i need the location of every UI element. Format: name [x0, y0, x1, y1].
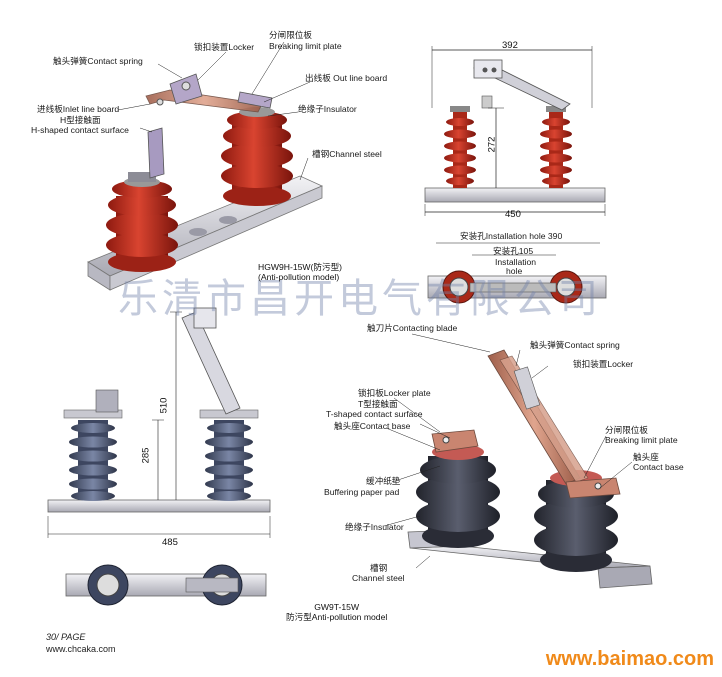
label-h-contact-cn: H型接触面 [60, 115, 101, 125]
top-model-caption: HGW9H-15W(防污型) (Anti-pollution model) [258, 262, 342, 282]
leader-lines [117, 41, 633, 569]
label-insulator-top: 绝缘子Insulator [298, 104, 357, 114]
dim-base-450: 450 [505, 209, 521, 220]
label-breaking-limit-en-bottom: Breaking limit plate [605, 435, 678, 445]
label-installation-hole-105: 安装孔105 [493, 246, 534, 256]
dim-285: 285 [140, 447, 152, 464]
elev2-right-insulator [199, 409, 259, 501]
label-locker-plate: 锁扣板Locker plate [358, 388, 431, 398]
label-channel-cn-bottom: 槽钢 [370, 563, 388, 573]
bottom-model-caption: GW9T-15W 防污型Anti-pollution model [286, 602, 387, 622]
label-channel-en-bottom: Channel steel [352, 573, 405, 583]
bottom3d-right-insulator [534, 470, 618, 572]
label-contact-spring-bottom: 触头弹簧Contact spring [530, 340, 620, 350]
label-contact-base-right-en: Contact base [633, 462, 684, 472]
label-contact-base-right-cn: 触头座 [633, 452, 659, 462]
top-left-insulator [106, 172, 178, 272]
footer-website: www.chcaka.com [46, 644, 116, 654]
label-breaking-limit-en-top: Breaking limit plate [269, 41, 342, 51]
dim-height-272: 272 [486, 136, 498, 153]
label-breaking-limit-cn-bottom: 分闸限位板 [605, 425, 648, 435]
label-inlet-line-board: 进线板Inlet line board [37, 104, 120, 114]
label-buffering-cn: 缓冲纸垫 [366, 476, 401, 486]
bottom-3d-view [407, 349, 653, 589]
label-locker-bottom: 锁扣装置Locker [573, 359, 634, 369]
top-front-elevation [424, 46, 606, 216]
top-plan-view [427, 242, 607, 304]
top-3d-view [87, 73, 323, 291]
bottom-model-line1: GW9T-15W [314, 602, 360, 612]
dim-width-392: 392 [502, 40, 518, 51]
label-installation-hole-2: hole [506, 266, 523, 276]
bottom3d-left-insulator [416, 444, 500, 548]
bottom-model-line2: 防污型Anti-pollution model [286, 612, 388, 622]
elev-left-insulator [444, 106, 476, 188]
label-t-contact-cn: T型接触面 [358, 399, 398, 409]
elev-right-insulator [540, 106, 572, 188]
label-contact-spring-top: 触头弹簧Contact spring [53, 56, 143, 66]
dim-485: 485 [162, 537, 178, 548]
label-contact-base-left: 触头座Contact base [334, 421, 411, 431]
label-locker-top: 锁扣装置Locker [194, 42, 255, 52]
label-insulator-bottom: 绝缘子Insulator [345, 522, 404, 532]
label-breaking-limit-cn-top: 分闸限位板 [269, 30, 312, 40]
label-installation-hole-1: Installation [495, 257, 537, 267]
company-watermark: 乐清市昌开电气有限公司 [118, 276, 602, 322]
label-h-contact-en: H-shaped contact surface [31, 125, 129, 135]
dim-510: 510 [158, 397, 170, 414]
brand-watermark: www.baimao.com [545, 648, 714, 670]
footer-page-number: 30/ PAGE [46, 632, 86, 642]
label-out-line-board: 出线板 Out line board [305, 73, 388, 83]
label-channel-steel-top: 槽钢Channel steel [312, 149, 382, 159]
label-t-contact-en: T-shaped contact surface [326, 409, 423, 419]
bottom-front-elevation [47, 307, 271, 538]
top-model-line2: (Anti-pollution model) [258, 272, 340, 282]
label-contacting-blade: 触刀片Contacting blade [367, 323, 458, 333]
top-model-line1: HGW9H-15W(防污型) [258, 262, 343, 272]
label-buffering-en: Buffering paper pad [324, 487, 400, 497]
elev2-left-insulator [63, 389, 123, 501]
label-installation-hole-390: 安装孔Installation hole 390 [460, 231, 563, 241]
top-right-insulator [221, 107, 293, 206]
bottom-plan-view [65, 564, 267, 606]
